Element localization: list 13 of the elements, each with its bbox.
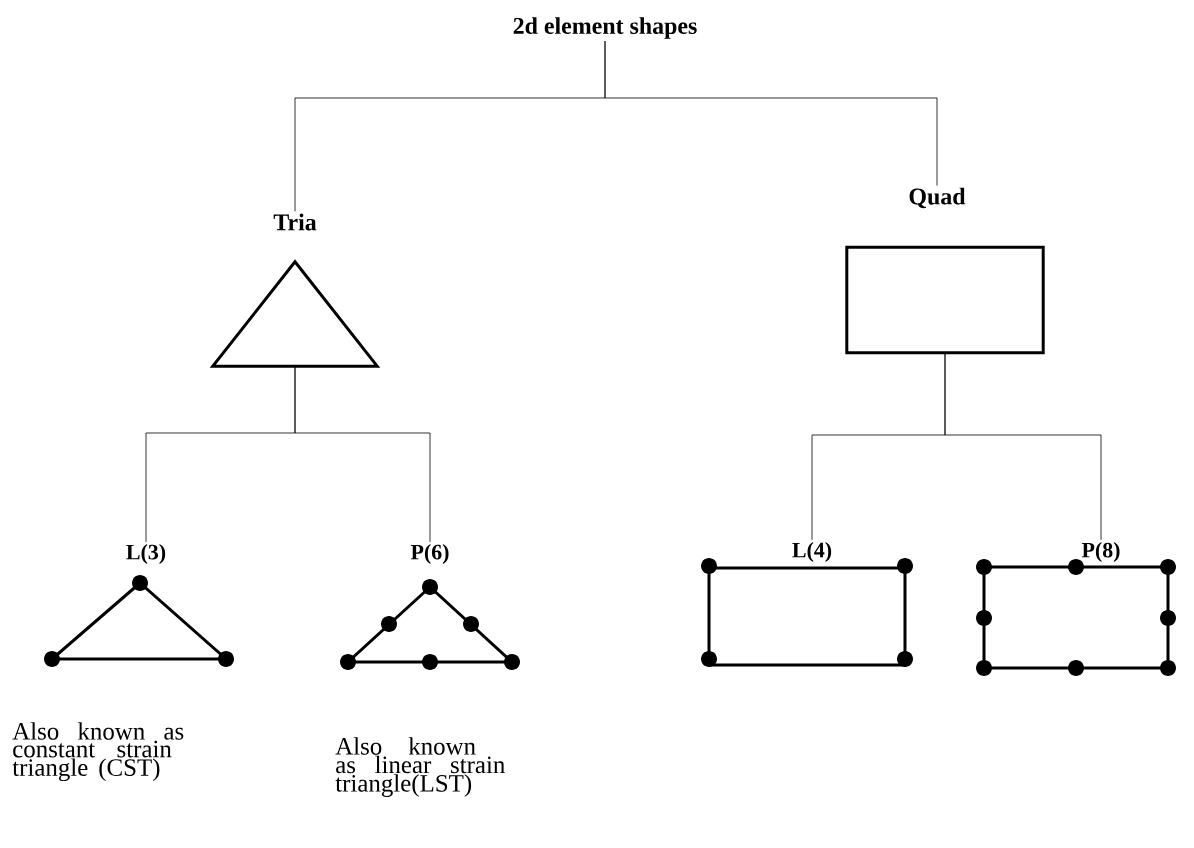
description-text: Also known as constant strain triangle (CST) [12, 722, 184, 782]
connector-line [604, 40, 938, 186]
heading: L(4) [792, 542, 832, 562]
rectangle-shape [845, 245, 1045, 355]
heading: P(8) [1081, 542, 1120, 562]
connector-line [944, 352, 1102, 541]
heading: P(6) [410, 544, 449, 564]
connector-line [294, 365, 431, 543]
heading: Quad [909, 187, 966, 209]
heading: L(3) [126, 544, 166, 564]
heading: 2d element shapes [513, 17, 697, 39]
description-text: Also known as linear strain triangle(LST) [335, 737, 505, 797]
heading: Tria [273, 213, 317, 231]
